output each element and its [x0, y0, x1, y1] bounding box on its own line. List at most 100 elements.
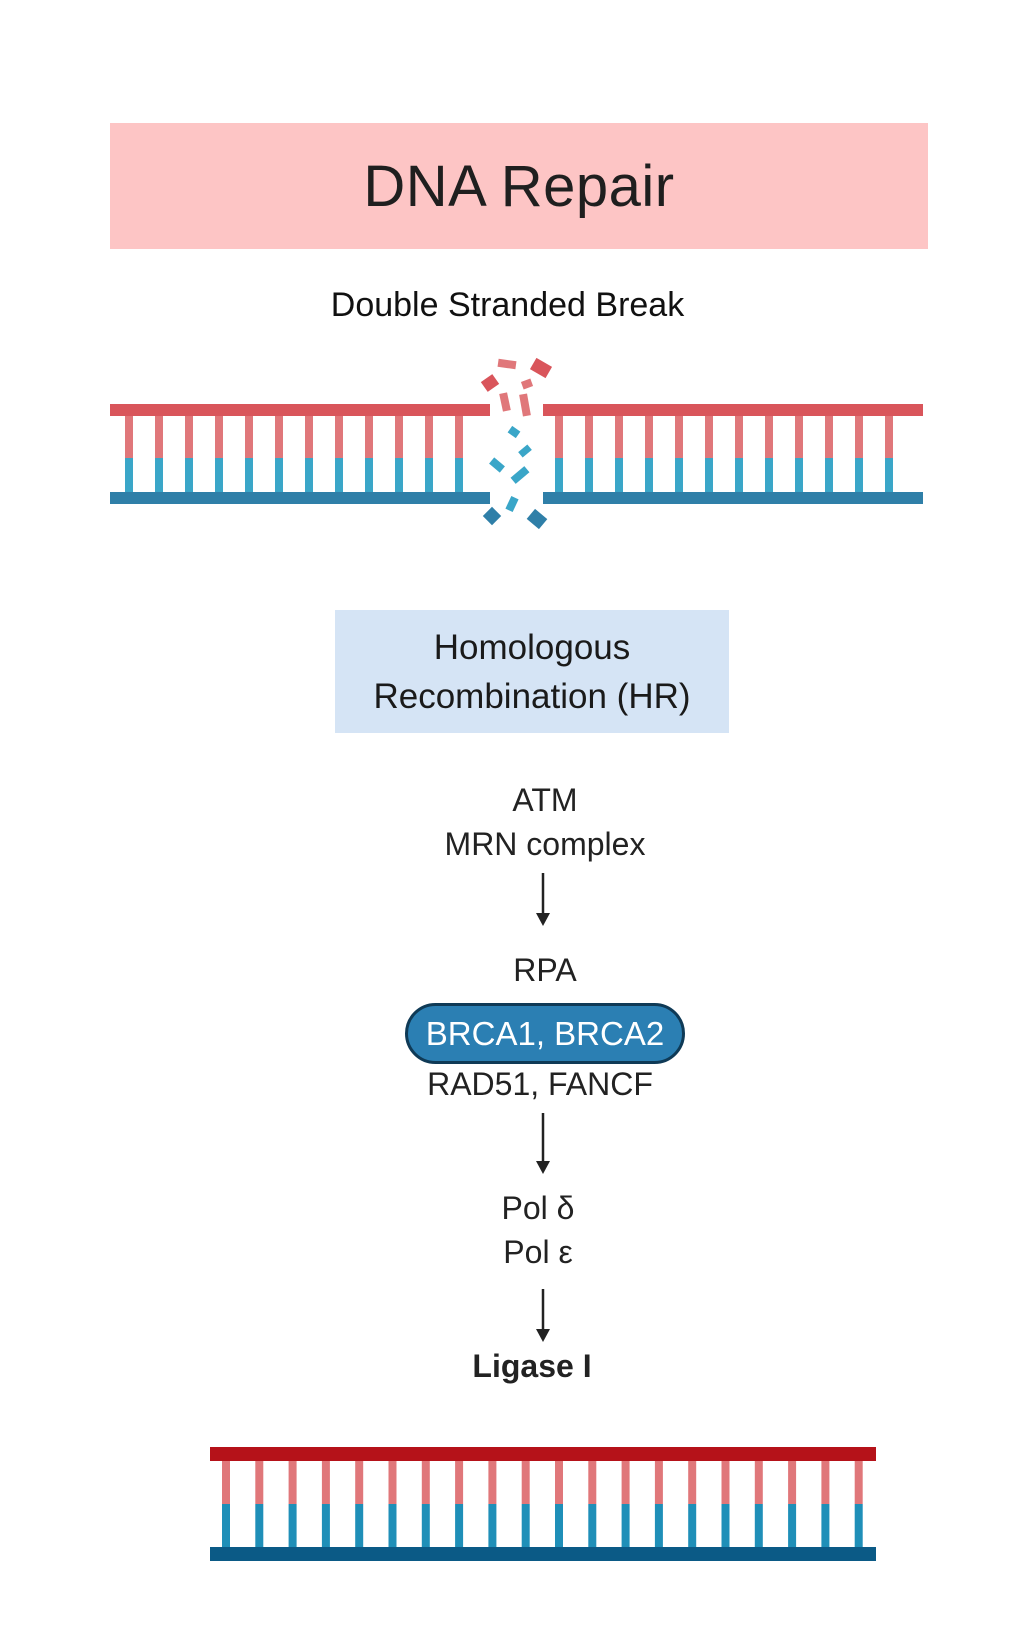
strand-top-left [110, 404, 490, 416]
repaired-rung-bottom [321, 1504, 330, 1547]
rung-top [305, 416, 313, 458]
rung-top [365, 416, 373, 458]
rung-top [335, 416, 343, 458]
arrow-down-icon [536, 1289, 550, 1342]
repaired-rung-top [255, 1461, 264, 1504]
rung-bottom [765, 458, 773, 492]
repaired-rung-bottom [421, 1504, 430, 1547]
dna-fragment [518, 444, 532, 458]
repaired-rung-bottom [222, 1504, 230, 1547]
repaired-rung-top [754, 1461, 763, 1504]
rung-bottom [885, 458, 893, 492]
step1-group: ATM MRN complex [350, 778, 740, 866]
step1-line1: ATM [512, 782, 578, 818]
rung-top [125, 416, 133, 458]
dna-fragment [519, 393, 531, 417]
repaired-rung-bottom [688, 1504, 697, 1547]
repaired-rung-bottom [621, 1504, 630, 1547]
rung-top [615, 416, 623, 458]
page-title: DNA Repair [363, 153, 675, 219]
rung-top [645, 416, 653, 458]
repaired-rung-bottom [654, 1504, 663, 1547]
rung-top [215, 416, 223, 458]
repaired-rung-top [654, 1461, 663, 1504]
dna-fragment [497, 358, 517, 370]
step2-bottom: RAD51, FANCF [427, 1066, 653, 1102]
rung-top [425, 416, 433, 458]
step3-group: Pol δ Pol ε [343, 1186, 733, 1274]
rung-top [735, 416, 743, 458]
dna-fragment [482, 506, 502, 526]
repaired-rung-bottom [821, 1504, 830, 1547]
rung-top [855, 416, 863, 458]
repaired-rung-bottom [355, 1504, 364, 1547]
rung-bottom [585, 458, 593, 492]
dna-fragment [489, 457, 505, 473]
rung-top [185, 416, 193, 458]
rung-top [675, 416, 683, 458]
rung-bottom [365, 458, 373, 492]
repaired-rung-bottom [521, 1504, 530, 1547]
brca-pill-label: BRCA1, BRCA2 [425, 1014, 665, 1052]
rung-bottom [735, 458, 743, 492]
rung-bottom [705, 458, 713, 492]
rung-top [885, 416, 893, 458]
rung-top [395, 416, 403, 458]
rung-bottom [555, 458, 563, 492]
repaired-rung-bottom [788, 1504, 797, 1547]
rung-bottom [425, 458, 433, 492]
rung-top [155, 416, 163, 458]
dna-fragment [526, 508, 548, 530]
rung-top [765, 416, 773, 458]
arrow-down-icon [536, 873, 550, 926]
repaired-rung-top [621, 1461, 630, 1504]
rung-bottom [155, 458, 163, 492]
dna-fragment [529, 357, 553, 379]
repaired-rung-top [588, 1461, 597, 1504]
dna-fragment [505, 495, 519, 513]
repaired-rung-top [222, 1461, 230, 1504]
repaired-strand-top [210, 1447, 876, 1461]
rung-top [585, 416, 593, 458]
rung-bottom [275, 458, 283, 492]
rung-top [455, 416, 463, 458]
rung-top [275, 416, 283, 458]
rung-bottom [675, 458, 683, 492]
repaired-rung-bottom [754, 1504, 763, 1547]
pathway-box-hr: Homologous Recombination (HR) [335, 610, 729, 733]
repaired-rung-bottom [388, 1504, 397, 1547]
repaired-rung-bottom [721, 1504, 730, 1547]
rung-top [705, 416, 713, 458]
strand-top-right [543, 404, 923, 416]
title-banner: DNA Repair [110, 123, 928, 249]
rung-top [795, 416, 803, 458]
strand-bottom-right [543, 492, 923, 504]
rung-bottom [305, 458, 313, 492]
step2-top: RPA [513, 952, 577, 988]
repaired-rung-top [355, 1461, 364, 1504]
rung-bottom [615, 458, 623, 492]
arrow-down-icon [536, 1113, 550, 1174]
dna-fragment [520, 378, 534, 390]
rung-bottom [125, 458, 133, 492]
rung-bottom [185, 458, 193, 492]
rung-bottom [335, 458, 343, 492]
brca-pill: BRCA1, BRCA2 [405, 1003, 685, 1064]
step3-line2: Pol ε [503, 1234, 573, 1270]
repaired-rung-bottom [488, 1504, 497, 1547]
repaired-rung-top [421, 1461, 430, 1504]
repaired-rung-top [721, 1461, 730, 1504]
repaired-rung-top [288, 1461, 297, 1504]
repaired-rung-bottom [555, 1504, 563, 1547]
pathway-box-line2: Recombination (HR) [373, 676, 691, 716]
dna-fragment [510, 466, 530, 484]
rung-bottom [795, 458, 803, 492]
repaired-rung-top [688, 1461, 697, 1504]
repaired-rung-top [521, 1461, 530, 1504]
pathway-box-line1: Homologous [433, 627, 631, 667]
repaired-rung-bottom [854, 1504, 863, 1547]
repaired-rung-top [555, 1461, 563, 1504]
repaired-rung-bottom [255, 1504, 264, 1547]
rung-top [825, 416, 833, 458]
